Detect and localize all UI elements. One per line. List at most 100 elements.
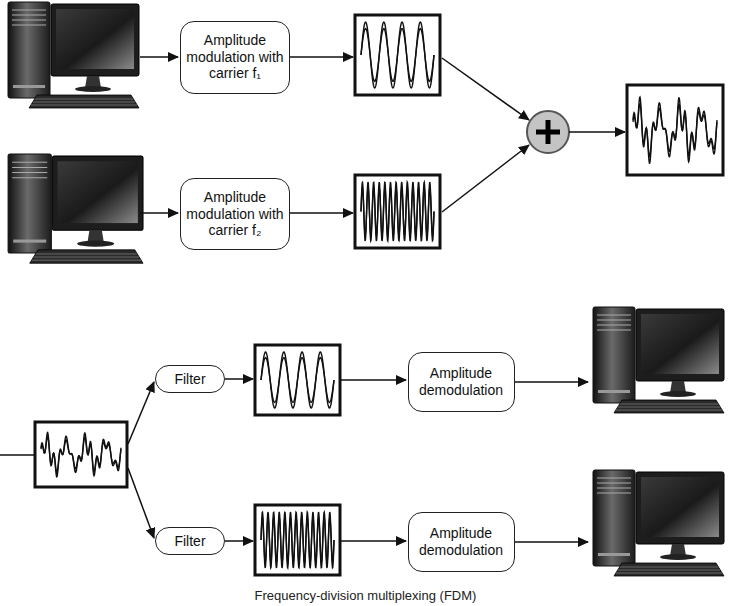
waveform bbox=[361, 182, 434, 241]
keyboard-row bbox=[616, 573, 722, 574]
drive-slot bbox=[597, 483, 631, 484]
monitor-frame bbox=[52, 156, 143, 230]
waveform bbox=[261, 358, 334, 403]
caption: Frequency-division multiplexing (FDM) bbox=[0, 588, 731, 603]
input-line bbox=[0, 454, 35, 456]
adder-circle bbox=[527, 111, 569, 153]
waveform bbox=[361, 188, 434, 235]
box-label: Amplitude demodulation bbox=[414, 365, 509, 399]
signal-arrow bbox=[340, 540, 406, 542]
process-box: Filter bbox=[155, 527, 225, 556]
drive-slot bbox=[12, 15, 46, 16]
signal-arrow bbox=[515, 381, 588, 383]
monitor-screen bbox=[641, 477, 719, 537]
waveform-box bbox=[35, 422, 127, 487]
monitor-frame bbox=[636, 309, 724, 381]
keyboard bbox=[29, 95, 139, 108]
keyboard-row bbox=[34, 257, 139, 258]
monitor-screen bbox=[58, 161, 138, 223]
waveform-box bbox=[355, 15, 440, 95]
drive-slot bbox=[12, 25, 46, 26]
waveform-box bbox=[355, 175, 440, 248]
monitor-frame bbox=[636, 472, 724, 544]
tower-trim bbox=[598, 390, 630, 393]
adder-symbol bbox=[527, 111, 569, 153]
signal-arrow bbox=[340, 379, 406, 381]
keyboard-row bbox=[35, 99, 133, 100]
waveform-box bbox=[627, 85, 723, 175]
process-box: Amplitude modulation with carrier f₁ bbox=[180, 21, 290, 94]
drive-slot bbox=[12, 177, 47, 178]
signal-arrow bbox=[290, 212, 353, 214]
waveform bbox=[41, 432, 121, 476]
keyboard-row bbox=[616, 410, 722, 411]
keyboard-row bbox=[620, 404, 718, 405]
keyboard bbox=[614, 563, 724, 576]
computer-tower bbox=[593, 307, 635, 403]
signal-arrow bbox=[515, 541, 588, 543]
drive-slot bbox=[597, 325, 631, 326]
waveform-frame bbox=[627, 85, 723, 175]
tower-trim bbox=[598, 553, 630, 556]
waveform bbox=[41, 437, 121, 472]
keyboard-row bbox=[618, 570, 720, 571]
drive-slot bbox=[597, 315, 631, 316]
box-label: Amplitude demodulation bbox=[414, 525, 509, 559]
process-box: Amplitude demodulation bbox=[408, 352, 515, 412]
signal-arrow bbox=[442, 145, 529, 212]
signal-arrow bbox=[569, 131, 625, 133]
drive-slot bbox=[12, 162, 47, 163]
waveform-frame bbox=[255, 345, 340, 415]
drive-slot bbox=[12, 20, 46, 21]
monitor-screen bbox=[56, 9, 134, 69]
drive-slot bbox=[597, 330, 631, 331]
drive-slot bbox=[597, 320, 631, 321]
signal-arrow bbox=[128, 468, 154, 538]
plus-sign bbox=[546, 120, 551, 144]
signal-arrow bbox=[140, 56, 178, 58]
keyboard-row bbox=[32, 260, 141, 261]
waveform-box bbox=[255, 345, 340, 415]
computer-icon bbox=[593, 470, 724, 576]
drive-slot bbox=[597, 493, 631, 494]
tower-trim bbox=[13, 240, 46, 243]
process-box: Amplitude demodulation bbox=[408, 512, 515, 572]
computer-tower bbox=[593, 470, 635, 566]
signal-arrow bbox=[442, 58, 529, 120]
computer-icon bbox=[593, 307, 724, 413]
keyboard-row bbox=[36, 253, 137, 254]
process-box: Amplitude modulation with carrier f₂ bbox=[180, 178, 290, 250]
waveform bbox=[261, 518, 334, 563]
waveform-frame bbox=[35, 422, 127, 487]
monitor-frame bbox=[51, 4, 139, 76]
monitor-base bbox=[660, 391, 696, 397]
signal-arrow bbox=[140, 212, 178, 214]
box-label: Filter bbox=[174, 533, 205, 550]
drive-slot bbox=[597, 488, 631, 489]
drive-slot bbox=[12, 10, 46, 11]
monitor-base bbox=[77, 241, 114, 247]
box-label: Filter bbox=[174, 371, 205, 388]
keyboard-row bbox=[620, 567, 718, 568]
computer-icon bbox=[8, 2, 139, 108]
monitor-base bbox=[660, 554, 696, 560]
waveform bbox=[361, 29, 434, 82]
computer-tower bbox=[8, 154, 51, 253]
waveform bbox=[633, 104, 717, 157]
keyboard-row bbox=[33, 102, 135, 103]
computer-icon bbox=[8, 154, 143, 263]
waveform bbox=[361, 22, 434, 88]
box-label: Amplitude modulation with carrier f₂ bbox=[186, 189, 284, 239]
keyboard-row bbox=[618, 407, 720, 408]
process-box: Filter bbox=[155, 365, 225, 394]
waveform-frame bbox=[355, 175, 440, 248]
box-label: Amplitude modulation with carrier f₁ bbox=[186, 32, 284, 82]
drive-slot bbox=[597, 478, 631, 479]
waveform bbox=[261, 352, 334, 408]
waveform-frame bbox=[355, 15, 440, 95]
keyboard bbox=[30, 250, 143, 263]
signal-arrow bbox=[225, 378, 253, 380]
signal-arrow bbox=[290, 56, 353, 58]
